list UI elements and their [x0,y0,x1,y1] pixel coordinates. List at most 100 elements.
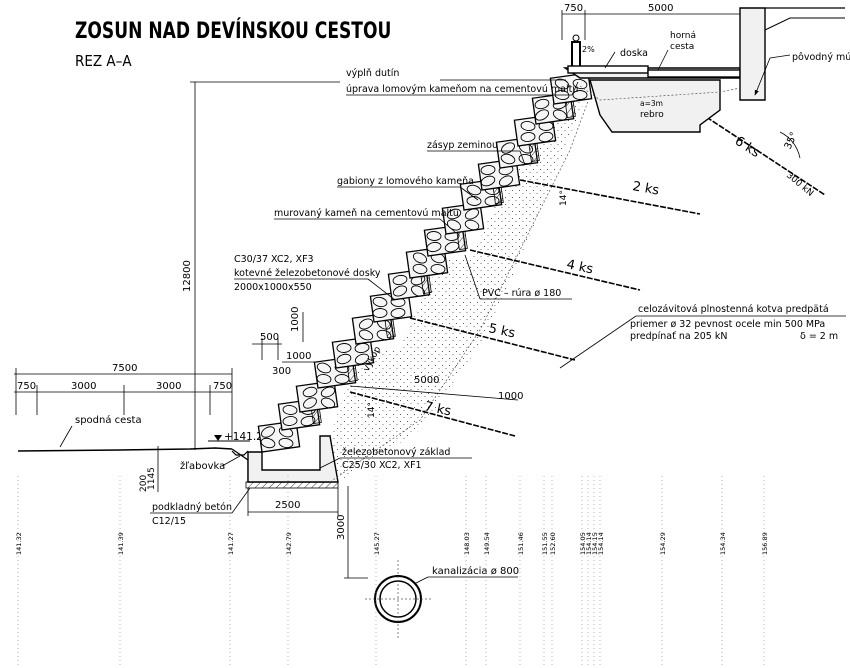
anchor-spec-line2: predpínať na 205 kN [630,331,727,342]
dim-5000-top: 5000 [648,3,673,14]
chainage-label: 154.14 [585,532,593,555]
dim-200: 200 [139,475,149,492]
void-fill-label: výplň dutín [346,68,399,79]
excavation-slope [329,95,591,483]
dim-1000-mid: 1000 [498,391,523,402]
anchor-rod: 2 ks [519,179,701,215]
masonry-label: murovaný kameň na cementovú maltu [274,208,459,219]
rib-a-label: a=3m [640,99,663,108]
dim-12800: 12800 [182,260,193,292]
dim-1000-horiz: 1000 [286,351,311,362]
anchor-count-label: 5 ks [487,321,516,341]
anchor-count-label: 4 ks [565,257,594,277]
railing-icon [571,41,581,66]
section-label: REZ A–A [75,52,132,70]
footing-label: železobetonový základ [342,447,450,458]
anchor-count-label: 2 ks [631,179,660,198]
anchor-plate-dims: 2000x1000x550 [234,282,312,293]
anchor-rod: 7 ks [349,391,516,437]
pvc-leader [464,254,481,300]
original-wall-label: pôvodný múr [792,52,850,63]
dim-3000-a: 3000 [71,381,96,392]
chainage-label: 145.27 [373,532,381,555]
original-wall [739,7,766,101]
dim-1000-vert: 1000 [290,307,301,332]
chainage-label: 141.39 [117,532,125,555]
chainage-label: 151.55 [541,532,549,555]
chainage-label: 156.89 [761,532,769,555]
dim-500: 500 [260,332,279,343]
chainage-label: 141.27 [227,532,235,555]
railing-tag: 2% [582,45,595,54]
gutter-label: žľabovka [180,460,225,472]
dim-3000-v: 3000 [336,515,347,540]
angle-14-lower: 14° [367,402,377,418]
angle-arc-35 [779,131,801,159]
sewer-leader [413,576,429,585]
railing-post-icon [572,34,580,42]
upper-road-leader [657,49,669,71]
lower-road-label: spodná cesta [75,414,142,426]
gabion-block [331,336,375,369]
drain-gutter [231,450,249,456]
gutter-leader [221,455,241,467]
chainage-label: 149.54 [483,532,491,555]
dim-3000-b: 3000 [156,381,181,392]
subbase-class: C12/15 [152,516,186,527]
level-value: +141.27 [224,431,270,443]
dim-750-right: 750 [213,381,232,392]
chainage-label: 154.05 [579,532,587,555]
anchor-spec-delta: δ = 2 m [800,331,838,342]
subbase-label: podkladný betón [152,502,232,513]
chainage-label: 141.32 [15,532,23,555]
chainage-label: 152.60 [549,532,557,555]
sewer-label: kanalizácia ø 800 [432,565,519,577]
gabion-label: gabiony z lomového kameňa [337,176,474,187]
stone-finish-leader [571,81,579,96]
drawing-title: ZOSUN NAD DEVÍNSKOU CESTOU [75,17,391,44]
anchor-spec-title: celozávitová plnostenná kotva predpätá [638,304,829,315]
dim-7500: 7500 [112,363,137,374]
chainage-label: 154.29 [659,532,667,555]
anchor-plate-leader [367,278,396,301]
footing-class: C25/30 XC2, XF1 [342,460,422,471]
dim-1145: 1145 [147,467,157,490]
original-wall-slope [764,17,845,31]
rib-label: rebro [640,110,664,120]
dim-300: 300 [272,366,291,377]
anchor-spec-line1: priemer ø 32 pevnost ocele min 500 MPa [630,319,825,330]
soil-backfill-leader [519,150,526,166]
anchor-count-label: 7 ks [423,399,452,419]
chainage-label: 151.46 [517,532,525,555]
dim-2500: 2500 [275,500,300,511]
anchor-rod: 5 ks [409,317,576,361]
chainage-label: 142.79 [285,532,293,555]
level-marker-icon [214,435,222,441]
masonry-leader [439,218,456,233]
angle-14-upper: 14° [559,190,569,206]
upper-road-label-2: cesta [670,42,694,52]
upper-road-label-1: horná [670,31,696,41]
slab-leader [604,51,616,69]
dim-750-top: 750 [564,3,583,14]
backfill-zone [330,90,585,482]
pvc-label: PVC – rúra ø 180 [482,288,561,299]
chainage-markers: 141.32 141.39 141.27 142.79 145.27 148.03 149.… [15,476,769,665]
slab-label: doska [620,48,648,59]
dim-5000-mid-line [349,385,519,401]
chainage-label: 154.34 [719,532,727,555]
subbase-leader [231,487,251,514]
gabion-block [295,380,339,413]
anchor-spec-leader [559,315,637,369]
dim-5000-mid: 5000 [414,375,439,386]
gabion-wall [257,72,593,453]
anchor-rod: 4 ks [469,249,641,291]
anchor-group: 6 ks2 ks4 ks5 ks7 ks [349,79,826,437]
dim-750-left: 750 [17,381,36,392]
lower-road-surface [17,447,233,452]
soil-backfill-label: zásyp zeminou [427,140,498,151]
road-top [647,69,741,78]
chainage-label: 148.03 [463,532,471,555]
chainage-label: 154.15 [591,532,599,555]
